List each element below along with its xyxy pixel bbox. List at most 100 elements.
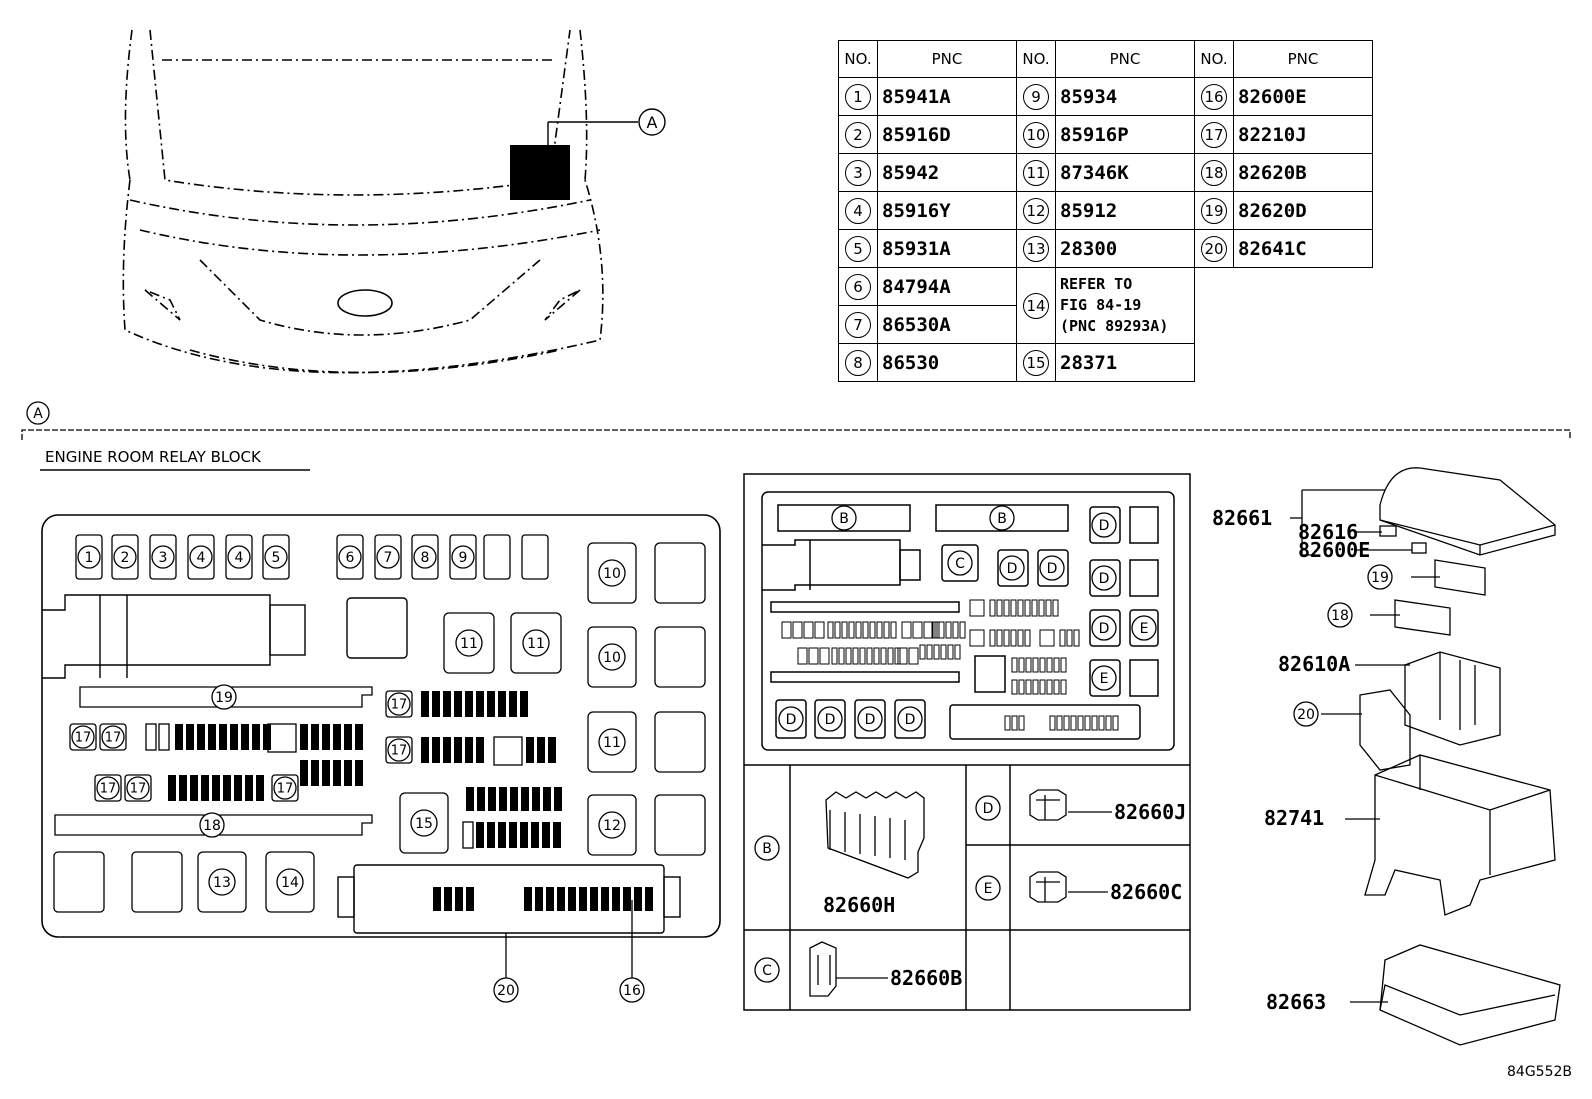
relay-12-label: 12 bbox=[598, 811, 626, 839]
item-number: 4 bbox=[845, 197, 871, 224]
svg-text:17: 17 bbox=[75, 731, 92, 746]
svg-text:17: 17 bbox=[100, 782, 117, 797]
pnc-value: 28300 bbox=[1055, 229, 1195, 268]
svg-text:E: E bbox=[984, 881, 993, 897]
fuse-1-label: 1 bbox=[77, 545, 101, 569]
part-82661: 82661 bbox=[1212, 506, 1272, 530]
header-no-1: NO. bbox=[838, 40, 878, 78]
item-number: 12 bbox=[1023, 197, 1049, 224]
svg-text:20: 20 bbox=[1297, 707, 1315, 723]
pnc-table-header: NO. PNC NO. PNC NO. PNC bbox=[838, 40, 1373, 78]
locator-c-marker: C bbox=[947, 550, 973, 576]
pnc-value: 85916D bbox=[877, 115, 1017, 154]
fuse-3-label: 3 bbox=[151, 545, 175, 569]
pnc-value: 86530 bbox=[877, 343, 1017, 382]
svg-text:11: 11 bbox=[527, 636, 545, 652]
callout-20: 20 bbox=[1293, 701, 1319, 727]
svg-text:D: D bbox=[825, 712, 836, 728]
locator-d-marker: D bbox=[857, 706, 883, 732]
locator-d-marker: D bbox=[1091, 565, 1117, 591]
fuse-5-label: 5 bbox=[264, 545, 288, 569]
header-pnc-1: PNC bbox=[877, 40, 1017, 78]
svg-text:17: 17 bbox=[391, 744, 408, 759]
pnc-value: 85931A bbox=[877, 229, 1017, 268]
pnc-value: 28371 bbox=[1055, 343, 1195, 382]
callout-20-label: 20 bbox=[497, 983, 515, 999]
pnc-value: 82210J bbox=[1233, 115, 1373, 154]
svg-text:D: D bbox=[865, 712, 876, 728]
relay-17-label: 17 bbox=[387, 692, 411, 716]
svg-text:11: 11 bbox=[460, 636, 478, 652]
relay-17-label: 17 bbox=[273, 776, 297, 800]
svg-text:B: B bbox=[762, 841, 772, 857]
svg-text:17: 17 bbox=[277, 782, 294, 797]
part-82663: 82663 bbox=[1266, 990, 1326, 1014]
part-82741: 82741 bbox=[1264, 806, 1324, 830]
bar-19-label: 19 bbox=[215, 690, 233, 706]
svg-text:4: 4 bbox=[235, 550, 244, 566]
fuse-4-label: 4 bbox=[189, 545, 213, 569]
item-number: 2 bbox=[845, 121, 871, 148]
svg-text:4: 4 bbox=[197, 550, 206, 566]
relay-block-outline bbox=[41, 514, 721, 938]
part-82660b: 82660B bbox=[890, 966, 962, 990]
locator-d-marker: D bbox=[897, 706, 923, 732]
item-number: 6 bbox=[845, 273, 871, 300]
item-number: 15 bbox=[1023, 349, 1049, 376]
svg-text:B: B bbox=[997, 511, 1007, 527]
relay-block-diagram: A ENGINE ROOM RELAY BLOCK 19 18 bbox=[21, 401, 1572, 1080]
relay-17-label: 17 bbox=[387, 738, 411, 762]
relay-15-label: 15 bbox=[410, 809, 438, 837]
relay-17-label: 17 bbox=[101, 725, 125, 749]
header-pnc-3: PNC bbox=[1233, 40, 1373, 78]
pnc-value: 85941A bbox=[877, 77, 1017, 116]
item-number: 9 bbox=[1023, 83, 1049, 110]
part-82610a: 82610A bbox=[1278, 652, 1350, 676]
item-number: 10 bbox=[1023, 121, 1049, 148]
relay-13-label: 13 bbox=[208, 868, 236, 896]
svg-text:5: 5 bbox=[272, 550, 281, 566]
item-number: 14 bbox=[1023, 292, 1049, 319]
svg-text:12: 12 bbox=[603, 818, 621, 834]
svg-text:13: 13 bbox=[213, 875, 231, 891]
locator-d-marker: D bbox=[1091, 512, 1117, 538]
svg-text:9: 9 bbox=[459, 550, 468, 566]
locator-e-marker: E bbox=[975, 875, 1001, 901]
callout-18: 18 bbox=[1327, 602, 1353, 628]
header-no-3: NO. bbox=[1194, 40, 1234, 78]
pnc-value: 82620B bbox=[1233, 153, 1373, 192]
part-82660j: 82660J bbox=[1114, 800, 1186, 824]
svg-text:6: 6 bbox=[346, 550, 355, 566]
locator-b-marker: B bbox=[754, 835, 780, 861]
item-number: 17 bbox=[1201, 121, 1227, 148]
svg-text:B: B bbox=[839, 511, 849, 527]
svg-text:1: 1 bbox=[85, 550, 94, 566]
svg-text:E: E bbox=[1140, 621, 1149, 637]
callout-19: 19 bbox=[1367, 564, 1393, 590]
pnc-value: 85942 bbox=[877, 153, 1017, 192]
svg-text:17: 17 bbox=[391, 698, 408, 713]
pnc-value: 82620D bbox=[1233, 191, 1373, 230]
pnc-value: 82600E bbox=[1233, 77, 1373, 116]
pnc-value: 85912 bbox=[1055, 191, 1195, 230]
locator-e-marker: E bbox=[1131, 615, 1157, 641]
svg-text:D: D bbox=[1099, 518, 1110, 534]
table-row: 7 86530A bbox=[838, 305, 1373, 344]
emblem bbox=[337, 289, 393, 317]
pnc-value: 85916P bbox=[1055, 115, 1195, 154]
relay-11-label: 11 bbox=[598, 728, 626, 756]
relay-11-label: 11 bbox=[522, 629, 550, 657]
svg-text:7: 7 bbox=[384, 550, 393, 566]
svg-text:D: D bbox=[786, 712, 797, 728]
relay-10-label: 10 bbox=[598, 559, 626, 587]
item-number: 18 bbox=[1201, 159, 1227, 186]
pnc-value: 85916Y bbox=[877, 191, 1017, 230]
section-a-marker: A bbox=[33, 406, 43, 422]
item-number: 7 bbox=[845, 311, 871, 338]
section-title: ENGINE ROOM RELAY BLOCK bbox=[45, 448, 262, 466]
relay-17-label: 17 bbox=[96, 776, 120, 800]
